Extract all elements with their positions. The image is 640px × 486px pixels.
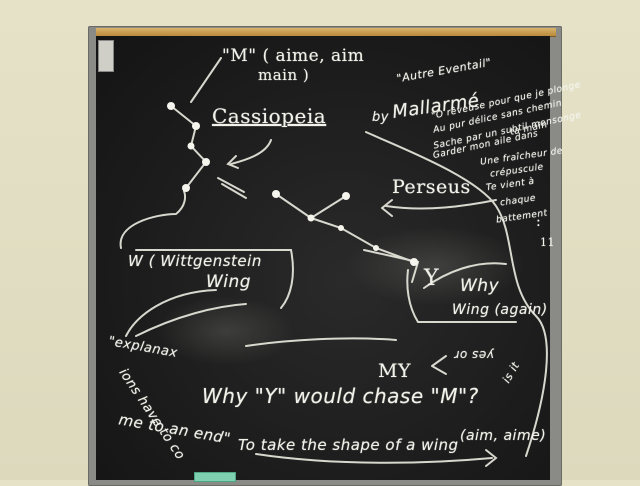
curve-explanations-2: [125, 289, 217, 337]
line-y-why: [423, 262, 507, 289]
stars: [167, 102, 418, 266]
label-wing: Wing: [206, 272, 252, 292]
label-main: main ): [258, 66, 310, 84]
chalk-smudge: [346, 226, 526, 306]
label-why-y-chase-m: Why "Y" would chase "M"?: [202, 384, 479, 408]
my-arrow: [431, 355, 447, 375]
chalk-drawings: [119, 57, 548, 467]
wittgenstein-box: [135, 249, 294, 309]
sticky-note: [194, 472, 236, 482]
map-clip: [98, 40, 114, 72]
curve-w-cassiopeia: [119, 190, 186, 249]
line-y-perseus: [363, 249, 420, 283]
curve-explanations: [135, 303, 247, 337]
perseus-underline: [385, 199, 497, 210]
constellation-perseus: [275, 193, 415, 263]
curve-my: [245, 337, 397, 347]
perseus-arrow: [381, 199, 393, 217]
label-perseus: Perseus: [392, 176, 471, 198]
bottom-arrow: [485, 449, 498, 467]
bracket-y: [406, 269, 517, 323]
label-y-letter: Y: [424, 266, 440, 291]
bottom-curve: [255, 453, 493, 464]
label-eleven: 11: [540, 236, 555, 249]
label-by: by: [372, 110, 389, 125]
cassiopeia-arrow: [230, 139, 272, 165]
arrow-line: [190, 57, 222, 103]
label-wing-again: Wing (again): [452, 302, 548, 318]
label-my: MY: [378, 360, 411, 382]
label-m-aime: "M" ( aime, aim: [222, 46, 365, 66]
label-yes-or: yes or: [454, 348, 494, 362]
chalkboard: [96, 36, 550, 480]
chalk-smudge: [156, 296, 296, 366]
label-aim-aime: (aim, aime): [460, 428, 547, 444]
cassiopeia-stroke: [217, 177, 247, 199]
label-why: Why: [460, 276, 500, 296]
label-w-wittgenstein: W ( Wittgenstein: [128, 252, 262, 270]
label-shape-of-wing: To take the shape of a wing: [238, 436, 459, 454]
label-dots: :: [536, 214, 542, 230]
curve-mallarme: [365, 131, 548, 457]
label-cassiopeia: Cassiopeia: [212, 104, 327, 128]
cassiopeia-arrow-head: [226, 155, 239, 169]
